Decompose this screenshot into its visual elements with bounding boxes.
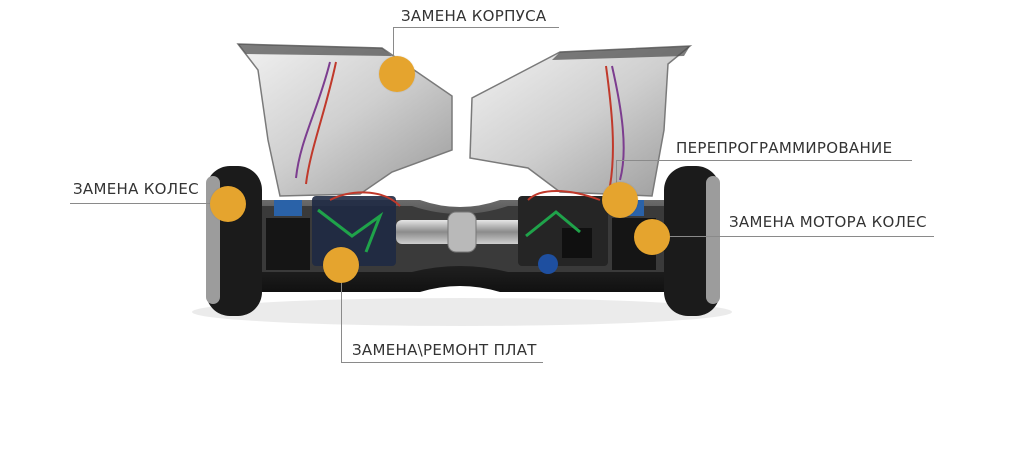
callout-boards-marker [323,247,359,283]
callout-wheels-underline [70,203,228,204]
callout-boards-leader [341,265,342,362]
callout-wheel-motor-label: ЗАМЕНА МОТОРА КОЛЕС [729,213,927,231]
right-lid [469,45,693,197]
left-lid [236,43,453,197]
callout-housing-label: ЗАМЕНА КОРПУСА [401,7,547,25]
callout-reprogramming-underline [616,160,912,161]
callout-wheels-marker [210,186,246,222]
callout-housing-underline [393,27,559,28]
callout-boards-underline [341,362,543,363]
callout-reprogramming-label: ПЕРЕПРОГРАММИРОВАНИЕ [676,139,893,157]
left-battery [266,218,310,270]
callout-boards-label: ЗАМЕНА\РЕМОНТ ПЛАТ [352,341,537,359]
callout-wheels-label: ЗАМЕНА КОЛЕС [73,180,199,198]
callout-reprogramming-leader [616,160,617,198]
callout-wheel-motor-marker [634,219,670,255]
callout-wheel-motor-underline [652,236,934,237]
callout-housing-marker [379,56,415,92]
callout-reprogramming-marker [602,182,638,218]
callout-housing-leader [393,27,394,77]
